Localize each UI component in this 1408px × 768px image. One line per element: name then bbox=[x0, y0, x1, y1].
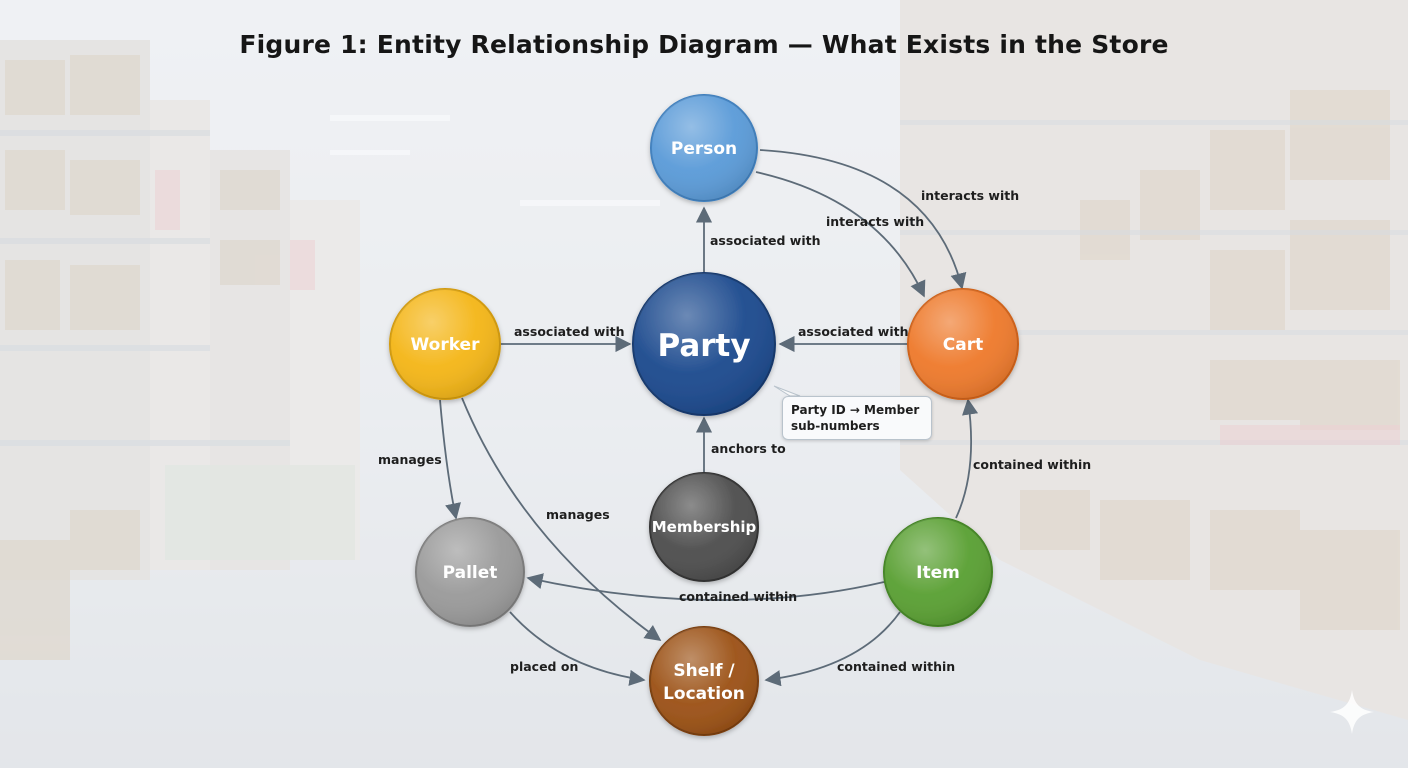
edge-label: associated with bbox=[514, 324, 625, 339]
node-shelf-location: Shelf / Location bbox=[649, 626, 759, 736]
node-cart-label: Cart bbox=[943, 335, 983, 355]
edge-person-cart-inner bbox=[755, 171, 926, 298]
edge-label: contained within bbox=[973, 457, 1091, 472]
edge-label: anchors to bbox=[711, 441, 786, 456]
edge-pallet-shelf bbox=[509, 611, 646, 686]
edge-label: placed on bbox=[510, 659, 578, 674]
edge-label: associated with bbox=[798, 324, 909, 339]
edge-label: manages bbox=[378, 452, 442, 467]
callout-line1: Party ID → Member bbox=[791, 403, 920, 417]
party-id-callout: Party ID → Member sub-numbers bbox=[782, 396, 932, 440]
edge-item-pallet bbox=[526, 573, 885, 601]
figure-title: Figure 1: Entity Relationship Diagram — … bbox=[239, 30, 1169, 59]
node-item-label: Item bbox=[916, 563, 960, 583]
edge-label: contained within bbox=[679, 589, 797, 604]
edge-label: associated with bbox=[710, 233, 821, 248]
callout-pointer bbox=[773, 385, 801, 397]
node-worker-label: Worker bbox=[411, 335, 481, 355]
node-party: Party bbox=[632, 272, 776, 416]
edge-label: interacts with bbox=[921, 188, 1019, 203]
node-pallet: Pallet bbox=[415, 517, 525, 627]
node-item: Item bbox=[883, 517, 993, 627]
edge-worker-shelf bbox=[461, 397, 662, 641]
node-person-label: Person bbox=[671, 139, 737, 159]
node-party-label: Party bbox=[657, 328, 750, 364]
edge-person-cart-outer bbox=[759, 149, 967, 290]
node-person: Person bbox=[650, 94, 758, 202]
node-membership: Membership bbox=[649, 472, 759, 582]
node-shelf-label-line1: Shelf / bbox=[673, 661, 735, 681]
edge-worker-pallet bbox=[439, 399, 461, 520]
edge-item-shelf bbox=[764, 611, 901, 687]
callout-line2: sub-numbers bbox=[791, 419, 880, 433]
edge-label: contained within bbox=[837, 659, 955, 674]
node-cart: Cart bbox=[907, 288, 1019, 400]
node-membership-label: Membership bbox=[652, 518, 757, 536]
sparkle-icon bbox=[1330, 690, 1374, 734]
edge-label: manages bbox=[546, 507, 610, 522]
node-shelf-label-line2: Location bbox=[663, 684, 745, 704]
edge-label: interacts with bbox=[826, 214, 924, 229]
node-pallet-label: Pallet bbox=[443, 563, 498, 583]
edge-item-cart bbox=[955, 398, 979, 519]
node-worker: Worker bbox=[389, 288, 501, 400]
